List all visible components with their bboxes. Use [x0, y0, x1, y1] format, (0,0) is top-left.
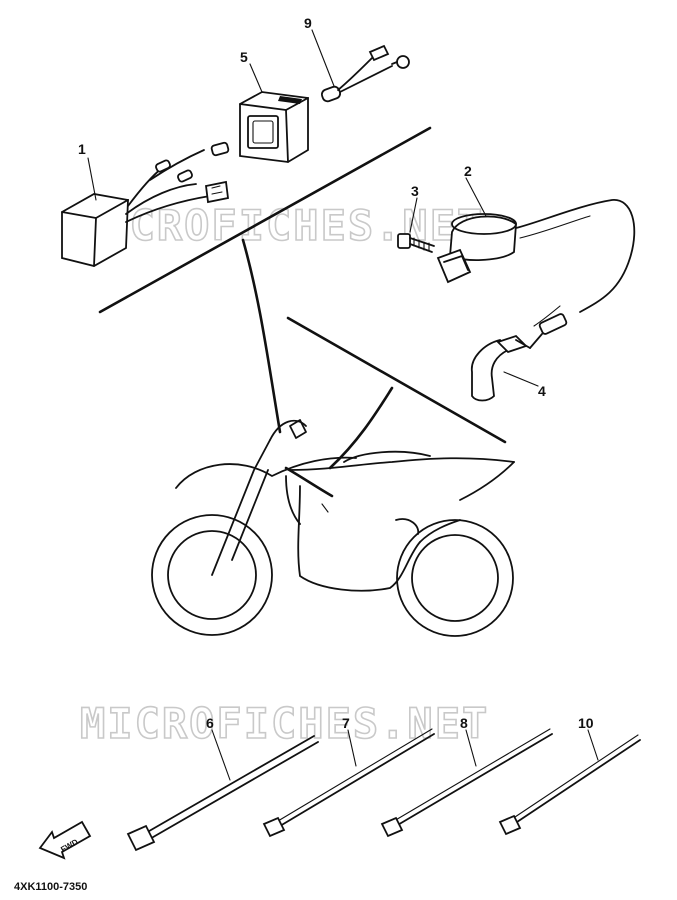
lower-panel-line — [286, 316, 507, 444]
callout-2: 2 — [464, 163, 472, 179]
cdi-unit-icon — [61, 141, 230, 267]
callout-8: 8 — [460, 715, 468, 731]
rectifier-regulator-icon — [239, 91, 309, 163]
callout-10: 10 — [578, 715, 594, 731]
callout-3: 3 — [411, 183, 419, 199]
upper-panel-line — [98, 126, 432, 314]
callout-7: 7 — [342, 715, 350, 731]
callout-9: 9 — [304, 15, 312, 31]
ignition-coil-icon — [436, 199, 636, 335]
watermark-bottom: MICROFICHES.NET — [80, 699, 489, 748]
cable-tie-icon — [126, 735, 319, 852]
bolt-icon — [397, 233, 435, 253]
callout-5: 5 — [240, 49, 248, 65]
leader-line-upper — [241, 238, 282, 434]
part-code: 4XK1100-7350 — [14, 881, 87, 893]
leader-line-lower — [328, 386, 394, 470]
callout-leaders — [87, 29, 599, 781]
cable-tie-icon — [380, 728, 553, 838]
wire-lead-icon — [320, 44, 410, 103]
callout-6: 6 — [206, 715, 214, 731]
cable-tie-icon — [498, 734, 641, 836]
spark-plug-cap-icon — [471, 333, 543, 402]
motorcycle-icon — [151, 419, 515, 637]
callout-1: 1 — [78, 141, 86, 157]
cable-tie-icon — [262, 728, 435, 838]
fwd-arrow-icon: FWD — [38, 820, 92, 860]
callout-4: 4 — [538, 383, 546, 399]
